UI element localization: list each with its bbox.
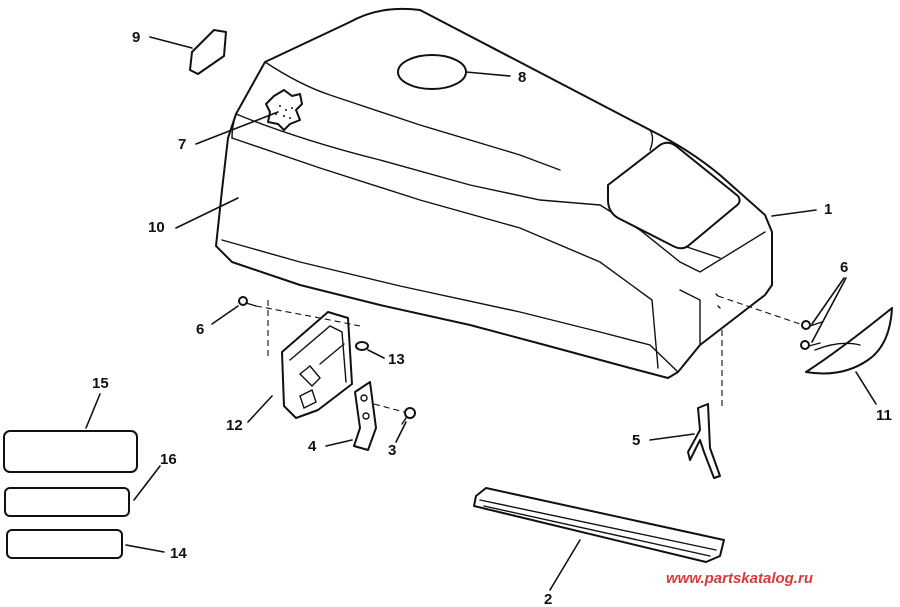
- alignment-dash-latch: [373, 403, 405, 413]
- nameplate-decal-16: [4, 487, 130, 517]
- callout-8: 8: [518, 69, 526, 86]
- leader-6a: [211, 305, 239, 325]
- callout-3: 3: [388, 442, 396, 459]
- screw-3: [401, 407, 416, 425]
- leader-7: [195, 111, 279, 145]
- nameplate-decal-15: [3, 430, 138, 473]
- leader-4: [325, 439, 353, 447]
- site-watermark: www.partskatalog.ru: [666, 570, 813, 587]
- leader-12: [247, 395, 273, 423]
- callout-12: 12: [226, 417, 243, 434]
- screws-6-right: [800, 320, 823, 350]
- alignment-dash-left: [255, 305, 361, 327]
- callout-5: 5: [632, 432, 640, 449]
- leader-14: [125, 544, 165, 553]
- screw-6-left: [238, 296, 257, 307]
- leader-2: [549, 539, 581, 591]
- callout-11: 11: [876, 407, 892, 424]
- callout-6-right: 6: [840, 259, 848, 276]
- leader-1: [771, 209, 817, 217]
- callout-14: 14: [170, 545, 187, 562]
- leader-16: [133, 465, 161, 501]
- leader-6b-bottom: [811, 277, 847, 343]
- callout-2: 2: [544, 591, 552, 607]
- engine-cover: [215, 7, 773, 379]
- leader-15: [85, 393, 101, 429]
- nameplate-decal-14: [6, 529, 123, 559]
- alignment-dash-right: [717, 295, 801, 325]
- callout-4: 4: [308, 438, 317, 455]
- leader-9: [149, 36, 193, 49]
- small-corner-decal: [189, 29, 227, 75]
- callout-10: 10: [148, 219, 165, 236]
- leader-13: [367, 349, 385, 359]
- leader-10: [175, 197, 239, 229]
- callout-13: 13: [388, 351, 405, 368]
- leader-3: [395, 421, 407, 443]
- hook-bracket: [687, 403, 721, 479]
- washer-13: [355, 341, 369, 351]
- callout-16: 16: [160, 451, 177, 468]
- callout-9: 9: [132, 29, 140, 46]
- callout-7: 7: [178, 136, 186, 153]
- leader-5: [649, 433, 695, 441]
- leader-6b-top: [811, 277, 845, 325]
- dotted-decal-patch: [265, 89, 303, 131]
- crescent-shield: [805, 307, 893, 375]
- latch-bracket: [281, 311, 353, 419]
- leader-11: [855, 371, 877, 405]
- latch-lever: [353, 381, 377, 451]
- callout-15: 15: [92, 375, 109, 392]
- callout-1: 1: [824, 201, 832, 218]
- leader-8: [465, 71, 511, 77]
- callout-6-left: 6: [196, 321, 204, 338]
- rubber-seal-strip: [473, 487, 725, 563]
- top-oval-decal: [397, 54, 467, 90]
